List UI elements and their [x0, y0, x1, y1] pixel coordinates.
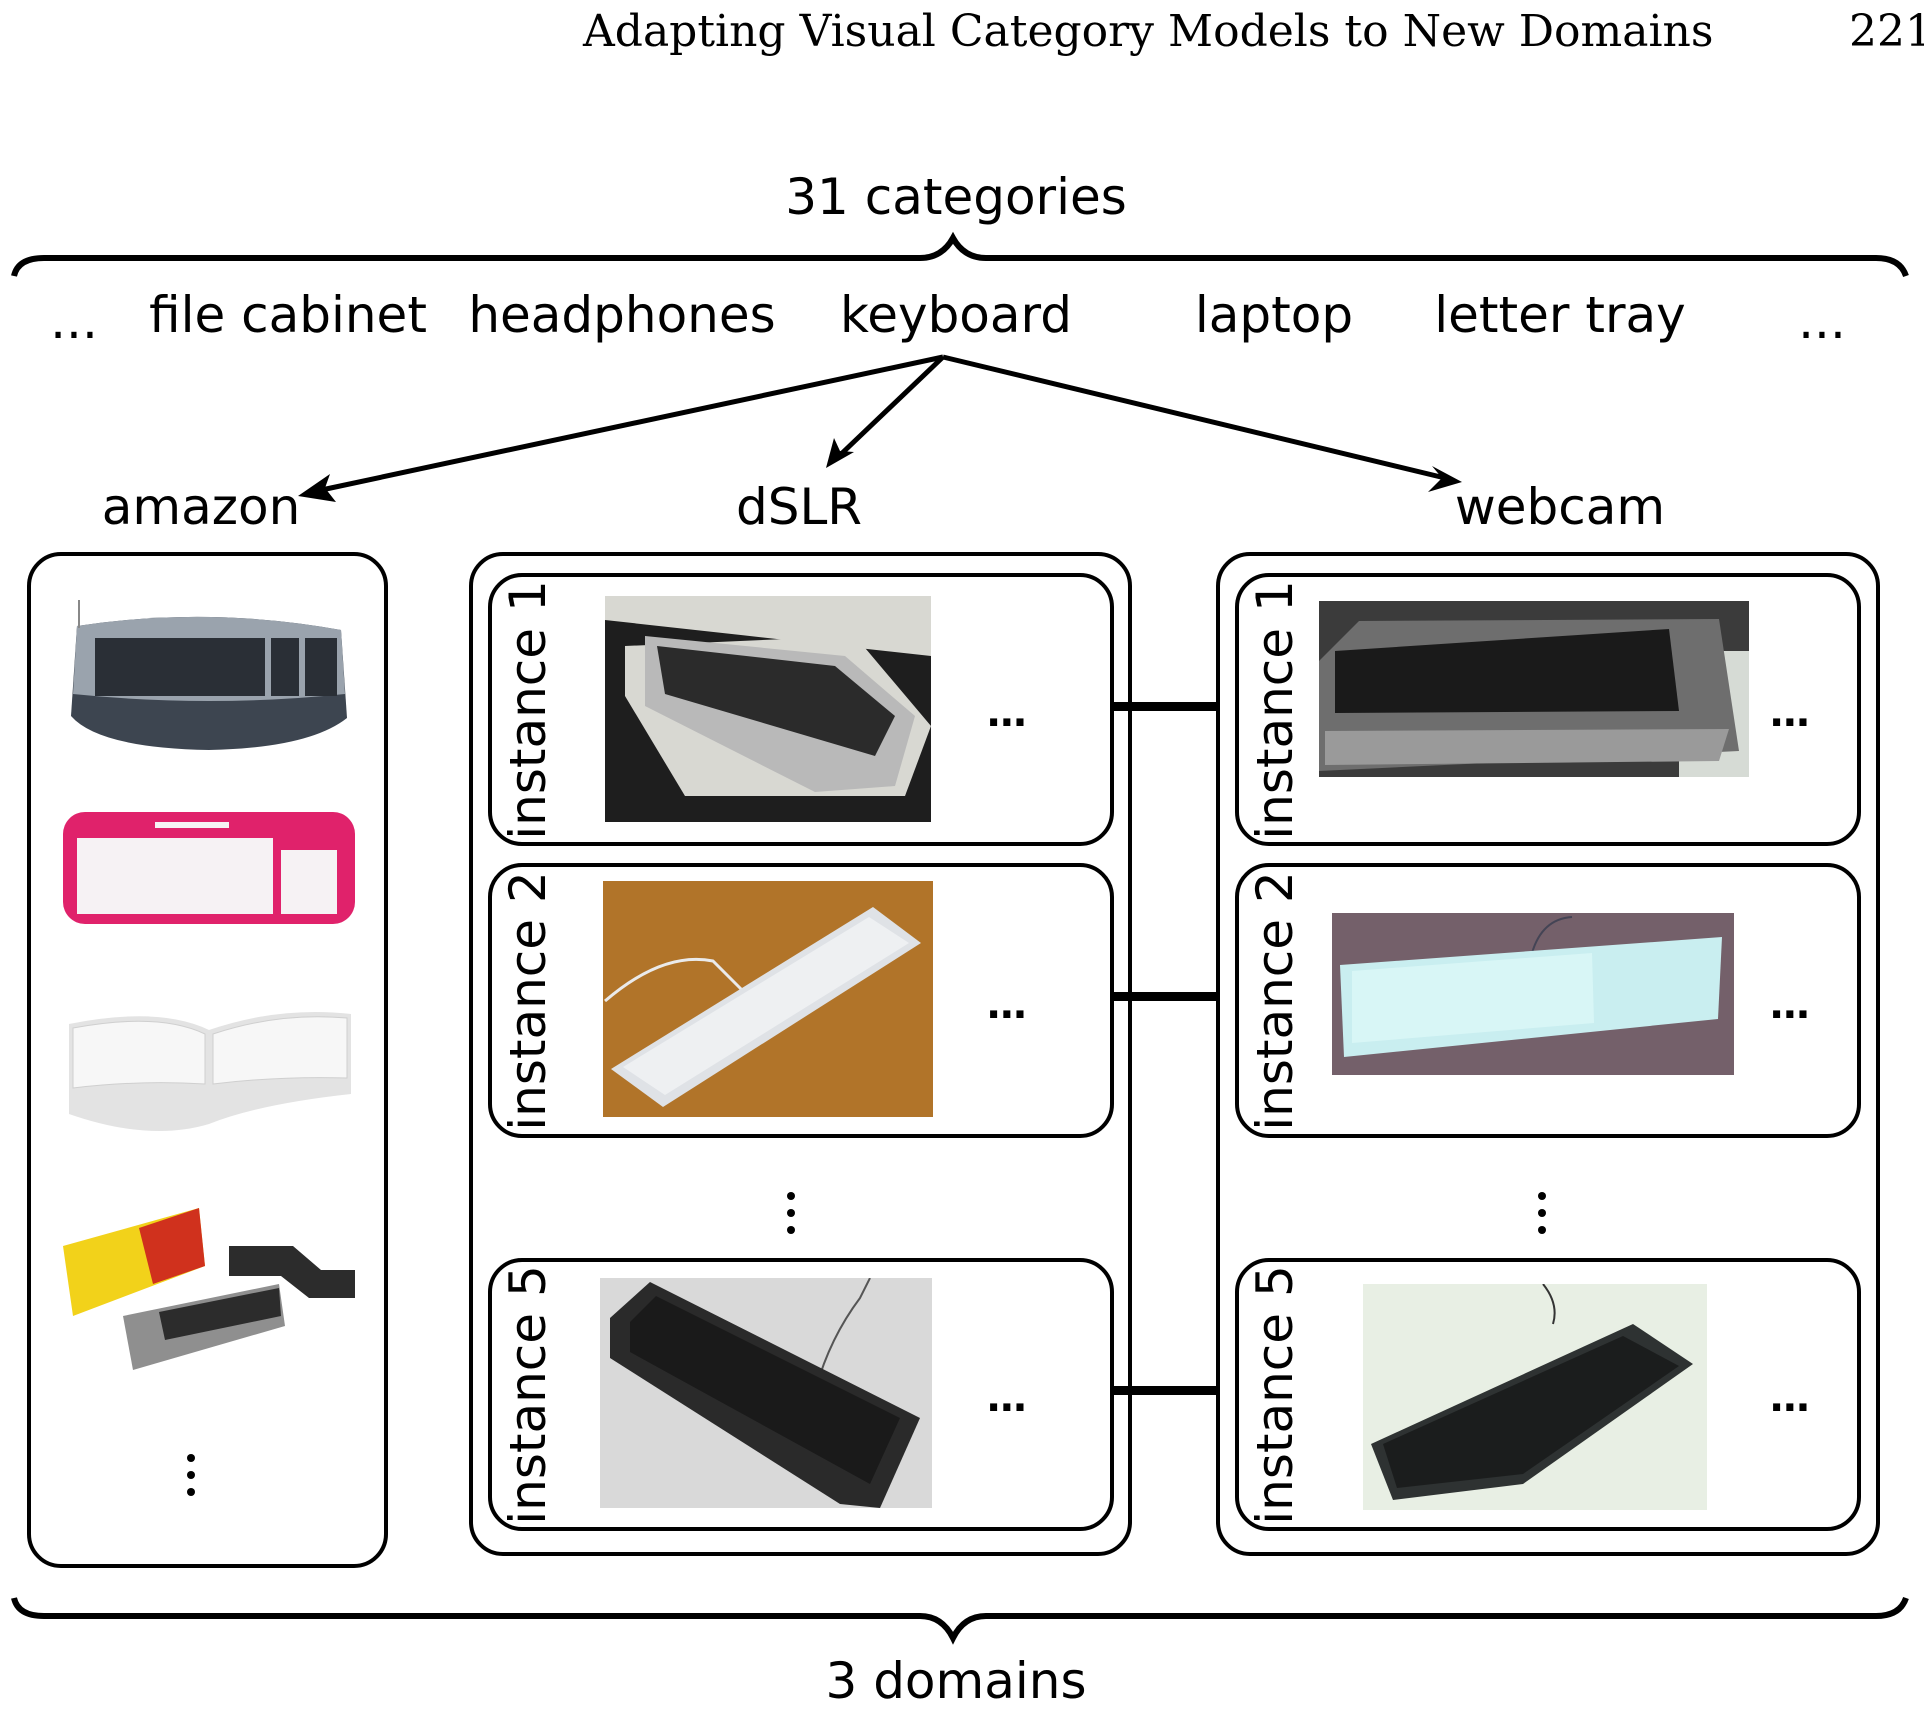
dslr-more-instances-icon: [787, 1192, 797, 1243]
dslr-instance-2: instance 2 ...: [488, 863, 1114, 1138]
domain-box-amazon: [27, 552, 388, 1568]
webcam-instance-5: instance 5 ...: [1235, 1258, 1861, 1531]
webcam-instance-2-photo: [1332, 913, 1734, 1075]
amazon-image-1: [59, 598, 359, 768]
dslr-instance-1-photo: [605, 596, 931, 822]
domain-label-dslr: dSLR: [735, 478, 863, 536]
correspondence-link-instance-5: [1110, 1386, 1236, 1395]
instance-label: instance 2: [499, 870, 557, 1131]
category-headphones: headphones: [468, 286, 776, 344]
amazon-more-images-icon: [187, 1454, 197, 1505]
arrow-to-dslr: [826, 355, 945, 468]
webcam-instance-5-more: ...: [1769, 1375, 1811, 1421]
category-letter-tray: letter tray: [1434, 286, 1686, 344]
categories-count-label: 31 categories: [785, 168, 1127, 226]
dslr-instance-2-photo: [603, 881, 933, 1117]
category-ellipsis-left: ...: [50, 292, 98, 350]
instance-label: instance 5: [1246, 1264, 1304, 1525]
instance-label: instance 1: [499, 579, 557, 840]
dslr-instance-1: instance 1 ...: [488, 573, 1114, 846]
amazon-image-4: [59, 1206, 359, 1386]
dslr-instance-5: instance 5 ...: [488, 1258, 1114, 1531]
dslr-instance-5-more: ...: [986, 1375, 1028, 1421]
category-keyboard: keyboard: [840, 286, 1072, 344]
correspondence-link-instance-1: [1110, 702, 1236, 711]
dslr-instance-5-photo: [600, 1278, 932, 1508]
domains-count-label: 3 domains: [825, 1652, 1087, 1710]
instance-label: instance 2: [1246, 870, 1304, 1131]
webcam-instance-1: instance 1 ...: [1235, 573, 1861, 846]
webcam-instance-1-more: ...: [1769, 690, 1811, 736]
arrow-to-webcam: [942, 354, 1462, 492]
page-number: 221: [1849, 6, 1924, 57]
domain-label-webcam: webcam: [1454, 478, 1666, 536]
webcam-more-instances-icon: [1538, 1192, 1548, 1243]
arrow-to-amazon: [298, 354, 944, 502]
amazon-image-3: [59, 984, 359, 1144]
domain-label-amazon: amazon: [101, 478, 301, 536]
correspondence-link-instance-2: [1110, 992, 1236, 1001]
instance-label: instance 1: [1246, 579, 1304, 840]
bottom-brace: [11, 1596, 1909, 1645]
webcam-instance-1-photo: [1319, 601, 1749, 777]
category-ellipsis-right: ...: [1798, 292, 1846, 350]
top-brace: [11, 231, 1909, 278]
domain-box-dslr: instance 1 ... instance 2: [469, 552, 1132, 1556]
webcam-instance-2-more: ...: [1769, 982, 1811, 1028]
webcam-instance-2: instance 2 ...: [1235, 863, 1861, 1138]
webcam-instance-5-photo: [1363, 1284, 1707, 1510]
domain-box-webcam: instance 1 ... instance 2: [1216, 552, 1880, 1556]
amazon-image-2: [59, 806, 359, 931]
dslr-instance-1-more: ...: [986, 690, 1028, 736]
category-laptop: laptop: [1194, 286, 1354, 344]
dslr-instance-2-more: ...: [986, 982, 1028, 1028]
category-file-cabinet: file cabinet: [149, 286, 427, 344]
instance-label: instance 5: [499, 1264, 557, 1525]
running-title: Adapting Visual Category Models to New D…: [583, 6, 1714, 57]
